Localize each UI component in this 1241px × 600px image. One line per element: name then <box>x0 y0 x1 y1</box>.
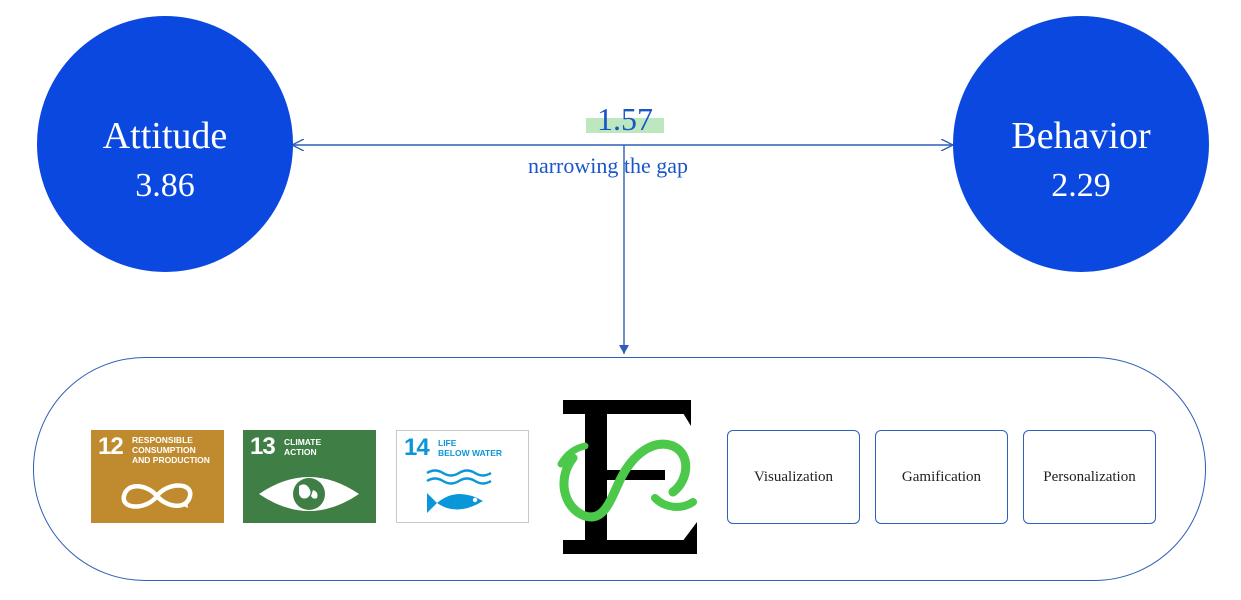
e-logo-icon <box>557 400 697 554</box>
feature-visualization: Visualization <box>727 430 860 524</box>
sdg-13-title: CLIMATE ACTION <box>284 437 322 457</box>
infinity-loop-icon <box>121 483 193 509</box>
gap-highlight <box>586 118 664 133</box>
interventions-container <box>33 357 1206 581</box>
sdg-14-number: 14 <box>404 434 430 461</box>
feature-gamification: Gamification <box>875 430 1008 524</box>
earth-eye-icon <box>259 477 359 511</box>
sdg-13-number: 13 <box>250 433 276 460</box>
attitude-value: 3.86 <box>135 167 195 204</box>
attitude-circle: Attitude 3.86 <box>37 16 293 272</box>
behavior-circle: Behavior 2.29 <box>953 16 1209 272</box>
sdg-14-title: LIFE BELOW WATER <box>438 438 503 458</box>
attitude-label: Attitude <box>102 115 228 157</box>
behavior-label: Behavior <box>1011 115 1151 157</box>
sdg-12-number: 12 <box>98 433 124 460</box>
sdg-12-tile: 12 RESPONSIBLE CONSUMPTION AND PRODUCTIO… <box>91 430 224 523</box>
sdg-12-title: RESPONSIBLE CONSUMPTION AND PRODUCTION <box>132 435 210 465</box>
gap-value: 1.57 <box>586 103 664 137</box>
sdg-14-tile: 14 LIFE BELOW WATER <box>396 430 529 523</box>
sdg-13-tile: 13 CLIMATE ACTION <box>243 430 376 523</box>
feature-personalization: Personalization <box>1023 430 1156 524</box>
gap-caption: narrowing the gap <box>527 153 689 178</box>
fish-waves-icon <box>426 469 492 513</box>
behavior-value: 2.29 <box>1051 167 1111 204</box>
